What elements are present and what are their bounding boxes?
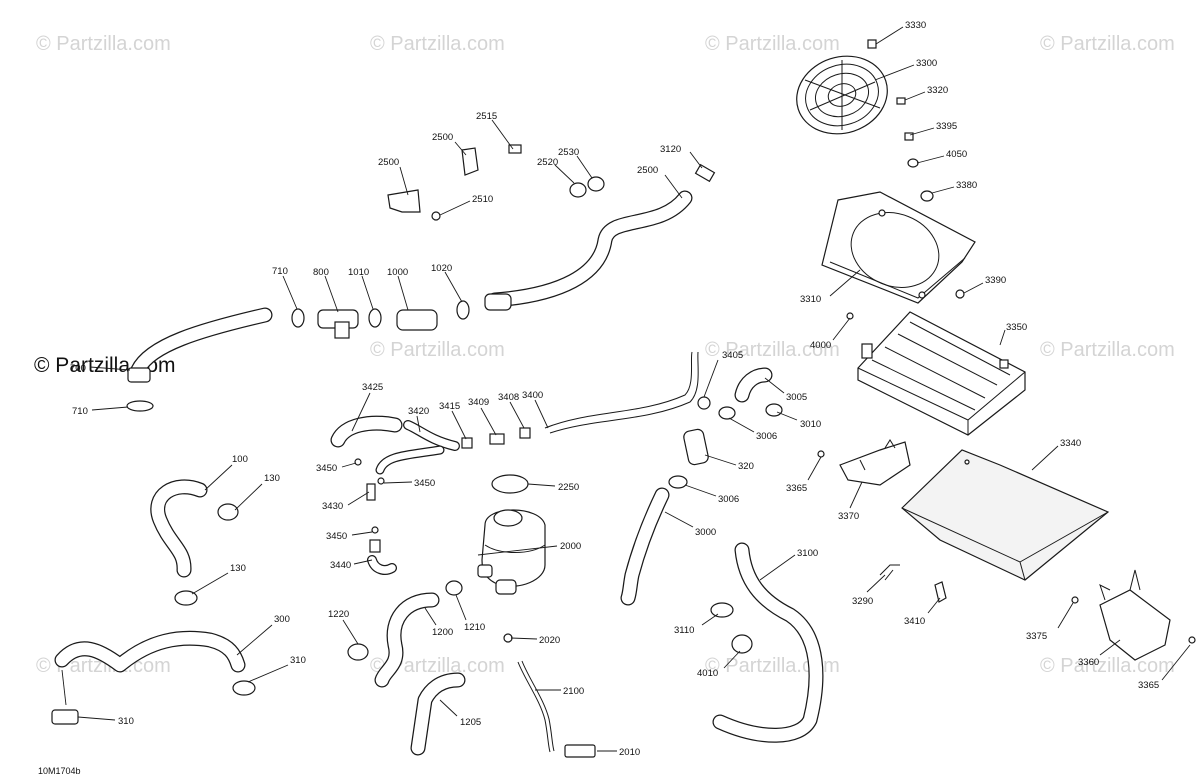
watermark: © Partzilla.com xyxy=(36,33,171,55)
callout-3110: 3110 xyxy=(674,625,694,636)
fittings-and-clamps xyxy=(51,144,783,758)
callout-1020: 1020 xyxy=(431,263,452,274)
callout-labels: 3330 3300 3320 3395 4050 3380 3390 3310 … xyxy=(70,20,1159,758)
callout-3365: 3365 xyxy=(1138,680,1159,691)
watermark: © Partzilla.com xyxy=(1040,339,1175,361)
callout-3450: 3450 xyxy=(414,478,435,489)
callout-2530: 2530 xyxy=(558,147,579,158)
callout-1205: 1205 xyxy=(460,717,481,728)
skid-plate xyxy=(901,449,1110,581)
callout-3450: 3450 xyxy=(316,463,337,474)
callout-3360: 3360 xyxy=(1078,657,1099,668)
callout-2500: 2500 xyxy=(432,132,453,143)
callout-3430: 3430 xyxy=(322,501,343,512)
watermark: © Partzilla.com xyxy=(1040,33,1175,55)
watermark: © Partzilla.com xyxy=(370,33,505,55)
callout-3409: 3409 xyxy=(468,397,489,408)
callout-2250: 2250 xyxy=(558,482,579,493)
callout-3408: 3408 xyxy=(498,392,519,403)
callout-3000: 3000 xyxy=(695,527,716,538)
callout-300: 300 xyxy=(274,614,290,625)
callout-310: 310 xyxy=(118,716,134,727)
callout-130: 130 xyxy=(230,563,246,574)
callout-4000: 4000 xyxy=(810,340,831,351)
callout-3420: 3420 xyxy=(408,406,429,417)
callout-2010: 2010 xyxy=(619,747,640,758)
callout-320: 320 xyxy=(738,461,754,472)
callout-3400: 3400 xyxy=(522,390,543,401)
callout-3005: 3005 xyxy=(786,392,807,403)
callout-2520: 2520 xyxy=(537,157,558,168)
callout-3395: 3395 xyxy=(936,121,957,132)
callout-3006: 3006 xyxy=(756,431,777,442)
watermark: © Partzilla.com xyxy=(705,33,840,55)
callout-710: 710 xyxy=(72,406,88,417)
callout-3365: 3365 xyxy=(786,483,807,494)
callout-3010: 3010 xyxy=(800,419,821,430)
callout-3330: 3330 xyxy=(905,20,926,31)
watermark: © Partzilla.com xyxy=(370,339,505,361)
callout-3006: 3006 xyxy=(718,494,739,505)
callout-3300: 3300 xyxy=(916,58,937,69)
callout-1000: 1000 xyxy=(387,267,408,278)
callout-3410: 3410 xyxy=(904,616,925,627)
callout-3450: 3450 xyxy=(326,531,347,542)
callout-3380: 3380 xyxy=(956,180,977,191)
callout-3370: 3370 xyxy=(838,511,859,522)
callout-3310: 3310 xyxy=(800,294,821,305)
mount-brackets xyxy=(817,439,1196,661)
callout-3320: 3320 xyxy=(927,85,948,96)
fan-assembly xyxy=(796,39,934,202)
callout-3425: 3425 xyxy=(362,382,383,393)
callout-3405: 3405 xyxy=(722,350,743,361)
callout-130: 130 xyxy=(264,473,280,484)
callout-1220: 1220 xyxy=(328,609,349,620)
callout-310: 310 xyxy=(290,655,306,666)
callout-4050: 4050 xyxy=(946,149,967,160)
callout-3340: 3340 xyxy=(1060,438,1081,449)
leader-lines xyxy=(61,26,1191,752)
callout-2500: 2500 xyxy=(637,165,658,176)
callout-2100: 2100 xyxy=(563,686,584,697)
callout-2515: 2515 xyxy=(476,111,497,122)
callout-800: 800 xyxy=(313,267,329,278)
callout-2510: 2510 xyxy=(472,194,493,205)
callout-3120: 3120 xyxy=(660,144,681,155)
callout-2020: 2020 xyxy=(539,635,560,646)
watermark: © Partzilla.com xyxy=(705,339,840,361)
callout-100: 100 xyxy=(232,454,248,465)
callout-3350: 3350 xyxy=(1006,322,1027,333)
callout-700: 700 xyxy=(70,363,86,374)
callout-1010: 1010 xyxy=(348,267,369,278)
callout-3415: 3415 xyxy=(439,401,460,412)
callout-1200: 1200 xyxy=(432,627,453,638)
watermark: © Partzilla.com xyxy=(1040,655,1175,677)
watermark: © Partzilla.com xyxy=(370,655,505,677)
callout-710: 710 xyxy=(272,266,288,277)
callout-3375: 3375 xyxy=(1026,631,1047,642)
figure-reference: 10M1704b xyxy=(38,766,81,776)
callout-3440: 3440 xyxy=(330,560,351,571)
hoses xyxy=(54,190,824,756)
callout-3290: 3290 xyxy=(852,596,873,607)
callout-3390: 3390 xyxy=(985,275,1006,286)
expansion-tank xyxy=(477,474,546,595)
callout-3100: 3100 xyxy=(797,548,818,559)
callout-2500: 2500 xyxy=(378,157,399,168)
callout-4010: 4010 xyxy=(697,668,718,679)
radiator xyxy=(846,311,1026,436)
callout-2000: 2000 xyxy=(560,541,581,552)
watermark: © Partzilla.com xyxy=(705,655,840,677)
fan-shroud xyxy=(821,191,976,304)
watermarks: © Partzilla.com © Partzilla.com © Partzi… xyxy=(34,33,1175,677)
callout-1210: 1210 xyxy=(464,622,485,633)
